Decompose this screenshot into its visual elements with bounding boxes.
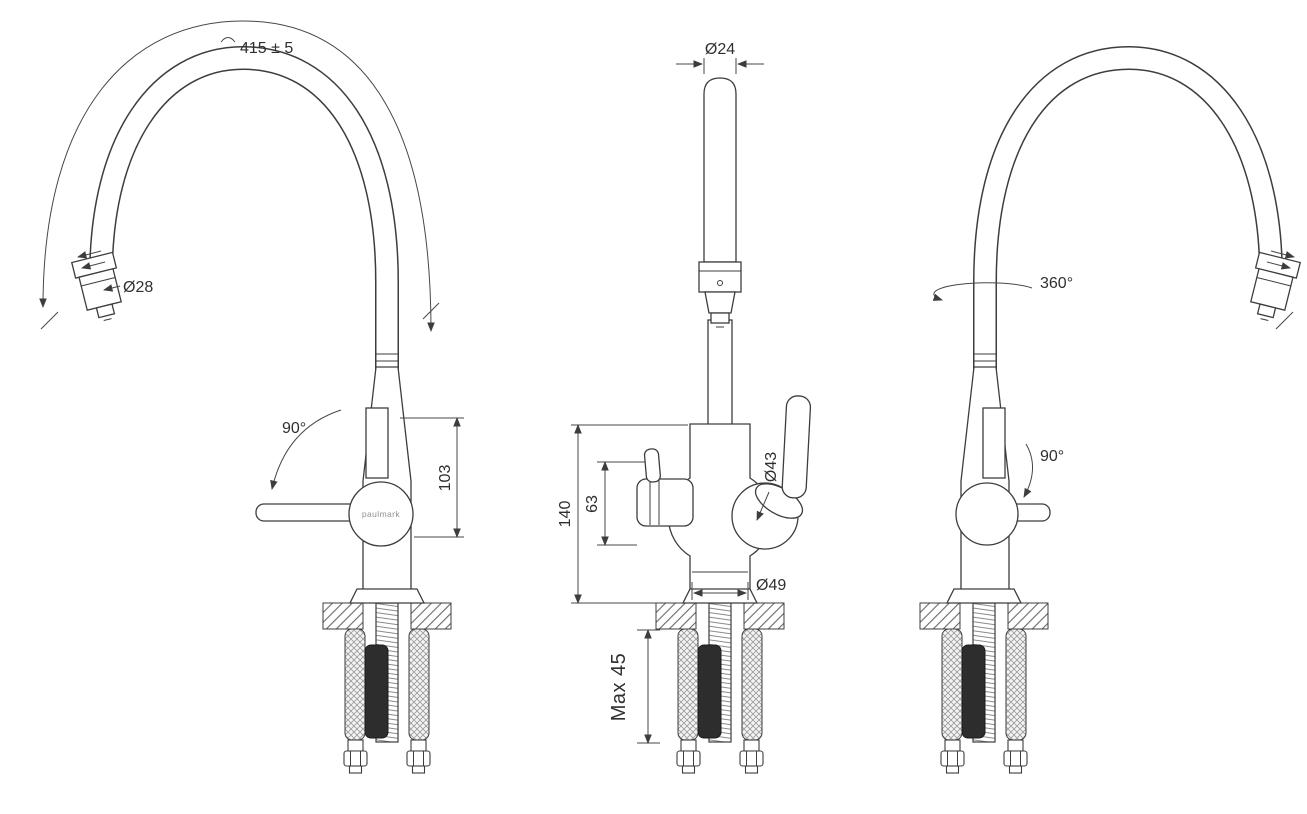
leader-arrow [756,491,770,521]
aerator-tip [710,312,730,324]
end-tick [422,302,440,320]
filter-outlet [636,478,694,527]
mounting-hardware [655,588,785,774]
dim-body-height: 140 [557,424,688,604]
main-lever [781,395,812,499]
view-side-right: 360° 90° [919,45,1302,774]
dim-label-handle-height: 103 [437,465,454,492]
mounting-hardware [322,588,452,774]
mounting-hardware [919,588,1049,774]
dim-label-handle-swing: 90° [1040,448,1064,465]
dim-hose-arc-length: 415 ± 5 [39,20,440,332]
pullout-arrows-right [1266,250,1295,330]
pullout-arrow-icon [1266,261,1291,270]
spray-head-tip [1256,303,1277,319]
dim-swivel: 360° [932,275,1073,301]
spray-button-icon [717,280,723,286]
dim-label-body-height: 140 [557,501,574,528]
spray-head-collar [698,261,742,293]
dim-label-max-thickness: Max 45 [608,653,630,722]
handle-hub [348,481,414,547]
riser-tube [707,319,733,427]
main-lever-shape [781,395,812,499]
dimension-arc [39,20,435,332]
dim-label-body-diameter: Ø43 [763,452,780,482]
arc-length-symbol-icon [220,37,236,43]
spray-head-taper [704,291,736,314]
pullout-arrow-icon [81,261,106,270]
spout-tube-front [703,77,737,263]
view-front: Ø24 140 63 Ø43 Ø49 [557,41,812,774]
end-tick [40,311,59,330]
spout-core [974,47,1282,369]
dim-handle-height: 103 [400,417,464,538]
spray-head-front [698,261,742,328]
end-tick [1275,311,1294,330]
dim-label-spout-diameter: Ø24 [705,41,735,58]
dim-label-arc-length: 415 ± 5 [240,40,293,57]
spout-gooseneck-right [973,45,1283,369]
filter-lever [643,448,661,483]
dim-label-swivel: 360° [1040,275,1073,292]
spout-core [90,47,398,369]
view-side-left: paulmark 415 ± 5 Ø28 90° 103 [39,20,464,774]
faucet-body-left: paulmark [255,366,414,599]
handle-hub [955,482,1019,546]
dim-outlet-height: 63 [584,461,645,546]
spray-head-ring [1256,277,1291,287]
spout-gooseneck [89,45,399,369]
spray-outlet-line [103,318,112,322]
dim-spout-diameter: Ø24 [676,41,764,74]
outlet-spout [636,478,694,527]
spray-outlet-line [1260,318,1269,322]
dim-label-handle-swing: 90° [282,420,306,437]
spray-head-ring [81,277,116,287]
pullout-arrows [77,250,106,270]
dim-handle-swing-left: 90° [270,409,342,490]
dim-spray-diameter: Ø28 [103,279,153,296]
dim-base-diameter: Ø49 [691,577,786,600]
leader-arrow [103,284,121,292]
dim-handle-swing-right: 90° [1023,443,1064,498]
handle-stem [982,407,1006,479]
pullout-arrow-icon [77,250,102,259]
dim-label-outlet-height: 63 [584,495,601,513]
swing-arc [270,409,342,490]
dim-label-base-diameter: Ø49 [756,577,786,594]
filter-lever-shape [643,448,661,483]
pullout-arrow-icon [1270,250,1295,259]
dim-label-spray-diameter: Ø28 [123,279,153,296]
swing-arc [1023,443,1033,498]
brand-mark: paulmark [362,509,401,519]
dim-body-diameter: Ø43 [756,452,780,521]
dim-max-thickness: Max 45 [608,629,660,744]
handle-stem [365,407,389,479]
faucet-body-right [955,366,1051,599]
swivel-ellipse-arrow [932,282,1033,301]
